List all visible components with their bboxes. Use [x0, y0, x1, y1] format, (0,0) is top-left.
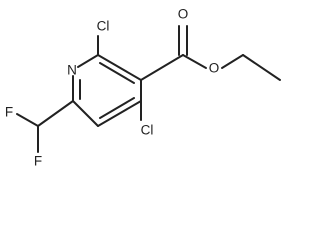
- bond-chf2-f-upper: [16, 113, 39, 127]
- ester-oxygen-label: O: [209, 61, 220, 76]
- bond-ch2-ch3: [242, 54, 281, 81]
- chlorine-atom-label-bottom: Cl: [141, 123, 154, 138]
- nitrogen-atom-label: N: [67, 63, 77, 78]
- bond-n-c2: [77, 54, 99, 68]
- bond-c5-c6: [72, 100, 99, 127]
- bond-c4-c5-inner: [99, 97, 135, 119]
- bond-c2-c3-inner: [99, 62, 135, 84]
- fluorine-atom-label-upper: F: [5, 105, 13, 120]
- molecule-structure: N Cl Cl O O F F: [5, 7, 281, 169]
- bond-c2-c3-outer: [97, 54, 142, 81]
- fluorine-atom-label-lower: F: [34, 154, 42, 169]
- bond-c4-c5-outer: [97, 100, 142, 127]
- pyridine-ring: [72, 54, 142, 127]
- bond-carbonyl-c-ester-o: [182, 54, 207, 69]
- bond-c3-carbonyl-c: [140, 54, 184, 81]
- bond-ester-o-ch2: [221, 54, 244, 69]
- bond-c6-chf2: [37, 100, 74, 127]
- chlorine-atom-label-top: Cl: [97, 19, 110, 34]
- carbonyl-oxygen-label: O: [178, 7, 189, 22]
